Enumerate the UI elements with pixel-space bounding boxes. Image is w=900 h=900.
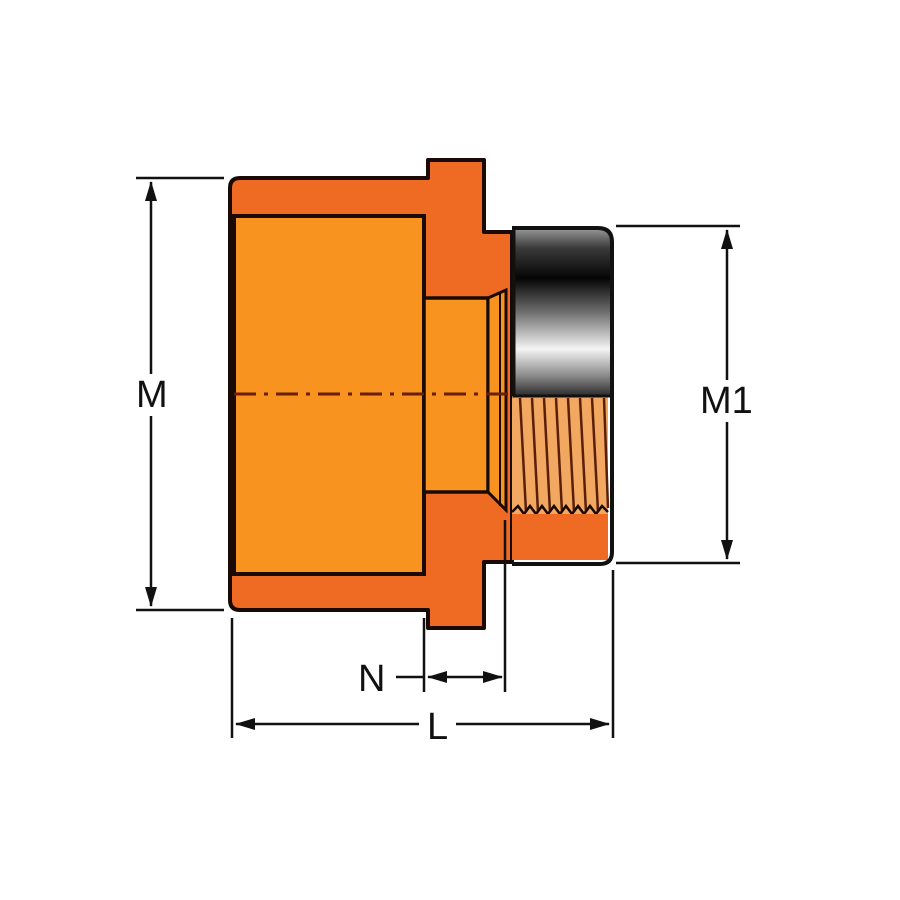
metal-insert <box>512 226 614 398</box>
dimension-label-n: N <box>358 660 390 698</box>
dimension-n <box>396 520 507 692</box>
inner-bore-step <box>422 287 508 514</box>
thread-section <box>511 396 610 560</box>
dimension-label-m: M <box>134 374 170 416</box>
dimension-label-m1: M1 <box>698 380 755 422</box>
threaded-end-outline <box>512 226 614 566</box>
dimension-label-l: L <box>419 706 457 748</box>
